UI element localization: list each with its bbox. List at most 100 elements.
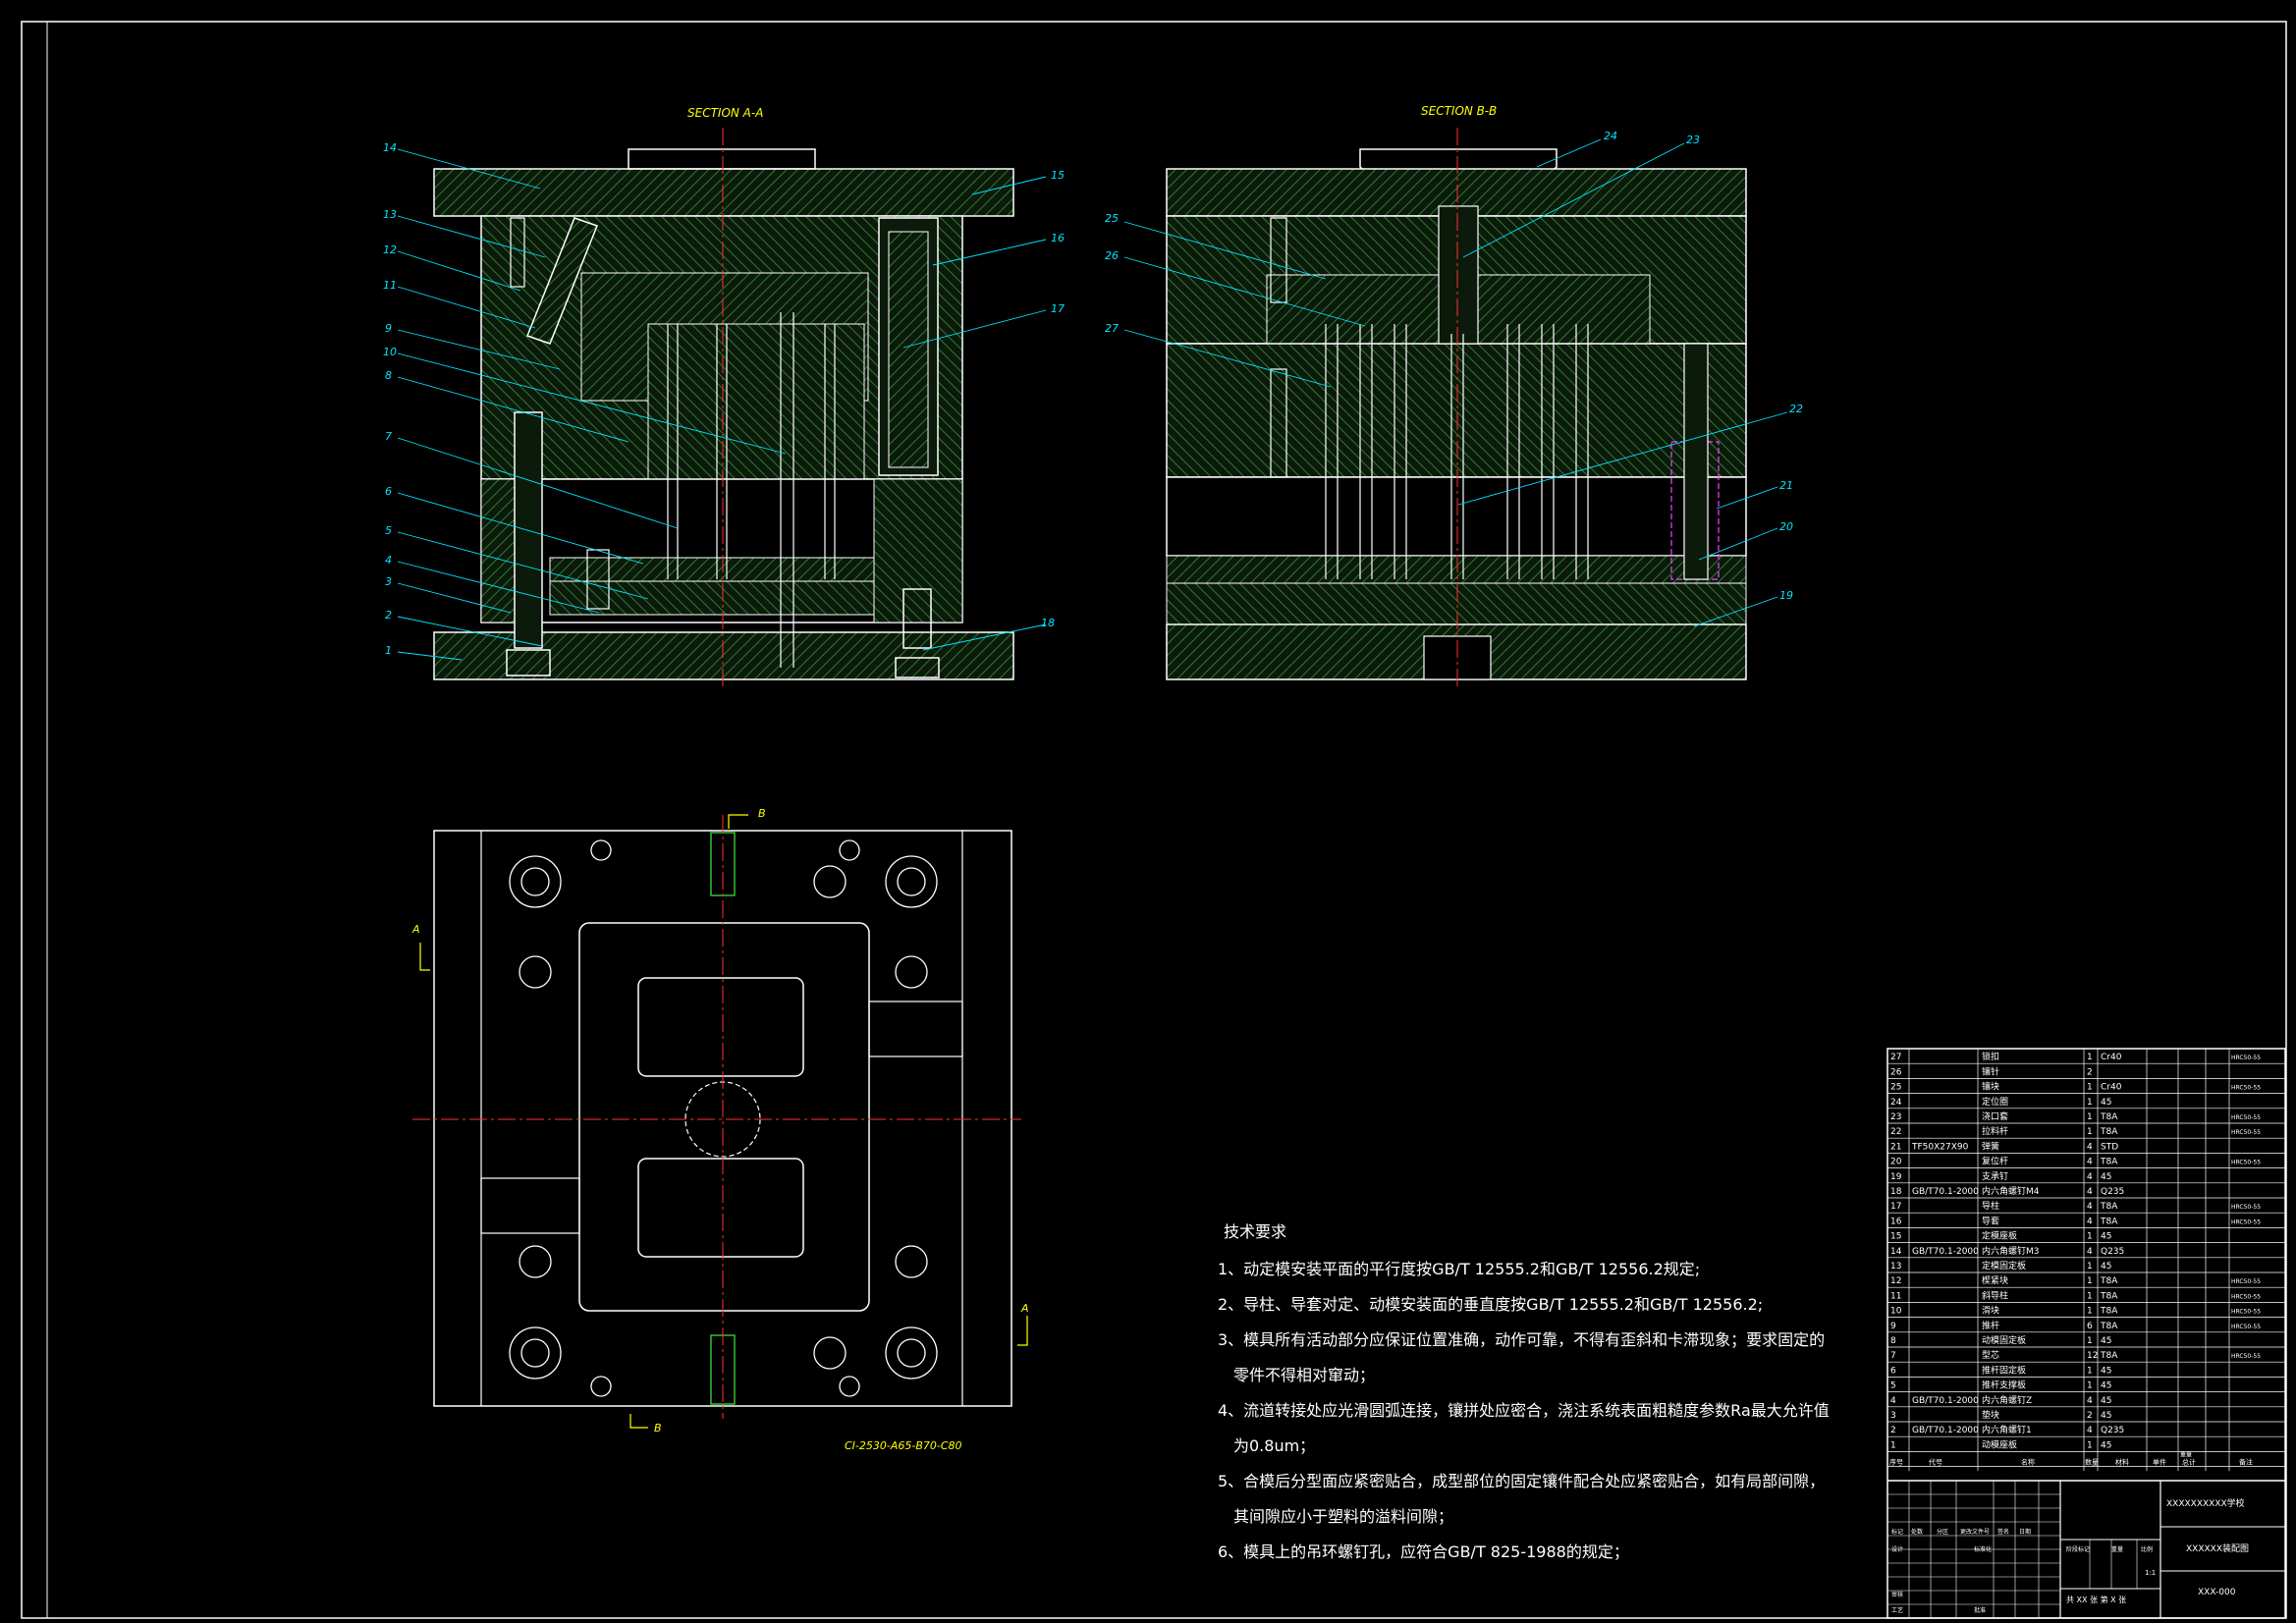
bom-row-code: GB/T70.1-2000 [1912,1396,1979,1406]
aa-support-pin-base [895,657,940,678]
svg-text:更改文件号: 更改文件号 [1960,1528,1990,1536]
svg-text:标准化: 标准化 [1974,1545,1992,1553]
bom-row-material: 45 [2101,1396,2111,1406]
note-line-2: 2、导柱、导套对定、动模安装面的垂直度按GB/T 12555.2和GB/T 12… [1218,1295,1763,1314]
tb-school: XXXXXXXXXX学校 [2166,1497,2245,1509]
bom-row-material: 45 [2101,1098,2111,1108]
svg-text:日期: 日期 [2019,1528,2031,1536]
bom-row-number: 13 [1890,1262,1901,1271]
bom-row-material: 45 [2101,1440,2111,1450]
svg-text:6: 6 [385,485,392,498]
technical-requirements[interactable]: 技术要求 1、动定模安装平面的平行度按GB/T 12555.2和GB/T 125… [1218,1222,1830,1561]
bom-row-number: 7 [1890,1351,1896,1361]
bom-row-material: T8A [2100,1291,2118,1301]
bom-row-number: 23 [1890,1112,1901,1122]
bom-header-cell: 数量 [2085,1458,2099,1467]
svg-text:17: 17 [1051,302,1065,315]
plan-section-marks: B B A A [411,807,1029,1434]
bom-row-number: 19 [1890,1172,1902,1182]
bom-row-name: 动模固定板 [1982,1334,2026,1346]
bb-ejector-retainer [1166,555,1747,584]
svg-text:处数: 处数 [1911,1528,1923,1536]
bom-row-name: 内六角螺钉M3 [1982,1245,2040,1257]
bom-row-qty: 1 [2087,1291,2093,1301]
aa-core-region [647,323,865,482]
bom-row-material: Q235 [2101,1247,2124,1257]
bom-row-code: GB/T70.1-2000 [1912,1247,1979,1257]
bom-row-material: T8A [2100,1307,2118,1317]
bb-ejector-housing [1166,476,1747,557]
aa-angle-pin [526,217,598,345]
bom-row-material: 45 [2101,1232,2111,1242]
bom-header-cell: 材料 [2115,1458,2129,1467]
svg-text:B: B [654,1422,662,1434]
bb-return-pin [1683,343,1709,580]
svg-text:21: 21 [1779,479,1793,492]
note-line-8: 其间隙应小于塑料的溢料间隙； [1233,1507,1453,1526]
bom-row-name: 垫块 [1982,1409,1999,1421]
bom-row-name: 拉料杆 [1982,1125,2008,1137]
notes-title: 技术要求 [1224,1222,1286,1241]
bom-row-number: 17 [1890,1202,1901,1212]
bom-row-number: 20 [1890,1158,1902,1167]
aa-support-pin [902,588,932,649]
tb-sheets: 共 XX 张 第 X 张 [2066,1595,2126,1604]
bom-row-material: Cr40 [2101,1083,2122,1093]
bb-sprue-bush [1438,205,1479,345]
aa-leader-lines [397,148,1047,661]
tb-drawing-no: XXX-000 [2198,1588,2236,1597]
note-line-3: 3、模具所有活动部分应保证位置准确，动作可靠，不得有歪斜和卡滞现象；要求固定的 [1218,1330,1825,1349]
svg-text:11: 11 [383,279,397,292]
section-bb-view[interactable]: SECTION B-B [1105,104,1803,687]
bom-row-note: HRC50-55 [2231,1085,2261,1092]
bom-header-cell: 总计 [2182,1458,2196,1467]
bom-row-name: 复位杆 [1982,1156,2008,1167]
svg-text:23: 23 [1686,134,1700,146]
plan-view[interactable]: B B A A CI-2530-A65-B70-C80 [411,807,1029,1452]
bom-row-number: 16 [1890,1217,1902,1226]
note-line-1: 1、动定模安装平面的平行度按GB/T 12555.2和GB/T 12556.2规… [1218,1260,1700,1278]
mold-base-designation: CI-2530-A65-B70-C80 [845,1439,962,1452]
bom-row-name: 内六角螺钉1 [1982,1424,2032,1435]
section-aa-view[interactable]: SECTION A-A [383,106,1065,687]
bom-row-qty: 4 [2087,1396,2093,1406]
bom-header-cell: 备注 [2239,1458,2253,1467]
svg-text:审核: 审核 [1891,1591,1903,1598]
bom-row-name: 弹簧 [1982,1140,1999,1152]
bom-row-name: 型芯 [1982,1349,1999,1361]
svg-text:工艺: 工艺 [1891,1606,1903,1614]
bom-header-cell: 单件 [2153,1458,2166,1467]
bom-row-material: Q235 [2101,1187,2124,1197]
svg-text:27: 27 [1105,322,1119,335]
bom-row-material: T8A [2100,1158,2118,1167]
bom-row-code: GB/T70.1-2000 [1912,1426,1979,1435]
svg-text:24: 24 [1604,130,1617,142]
bom-row-name: 滑块 [1982,1305,1999,1317]
bom-row-number: 6 [1890,1366,1896,1376]
bom-row-name: 推杆固定板 [1982,1364,2026,1376]
svg-text:B: B [758,807,766,820]
bom-row-note: HRC50-55 [2231,1353,2261,1360]
aa-balloon-labels: 14 13 12 11 9 10 8 7 6 5 4 3 2 1 15 16 1… [383,141,1065,657]
bom-row-number: 1 [1890,1440,1896,1450]
bom-row-qty: 1 [2087,1276,2093,1286]
bom-row-material: 45 [2101,1411,2111,1421]
bom-row-material: T8A [2100,1217,2118,1226]
bom-row-name: 镶块 [1982,1081,1999,1093]
plan-cavity-top [637,977,804,1077]
bom-row-number: 5 [1890,1381,1896,1391]
bom-row-material: Cr40 [2101,1053,2122,1062]
bom-row-note: HRC50-55 [2231,1309,2261,1316]
bom-header-cell: 序号 [1889,1458,1903,1467]
bom-row-name: 内六角螺钉Z [1982,1394,2032,1406]
aa-top-clamp-plate [433,168,1014,217]
bom-row-number: 11 [1890,1291,1901,1301]
tb-grid [1887,1480,2138,1619]
bom-row-qty: 4 [2087,1158,2093,1167]
aa-screw-lower [586,549,610,610]
svg-text:4: 4 [385,554,392,567]
bom-row-name: 内六角螺钉M4 [1982,1185,2040,1197]
